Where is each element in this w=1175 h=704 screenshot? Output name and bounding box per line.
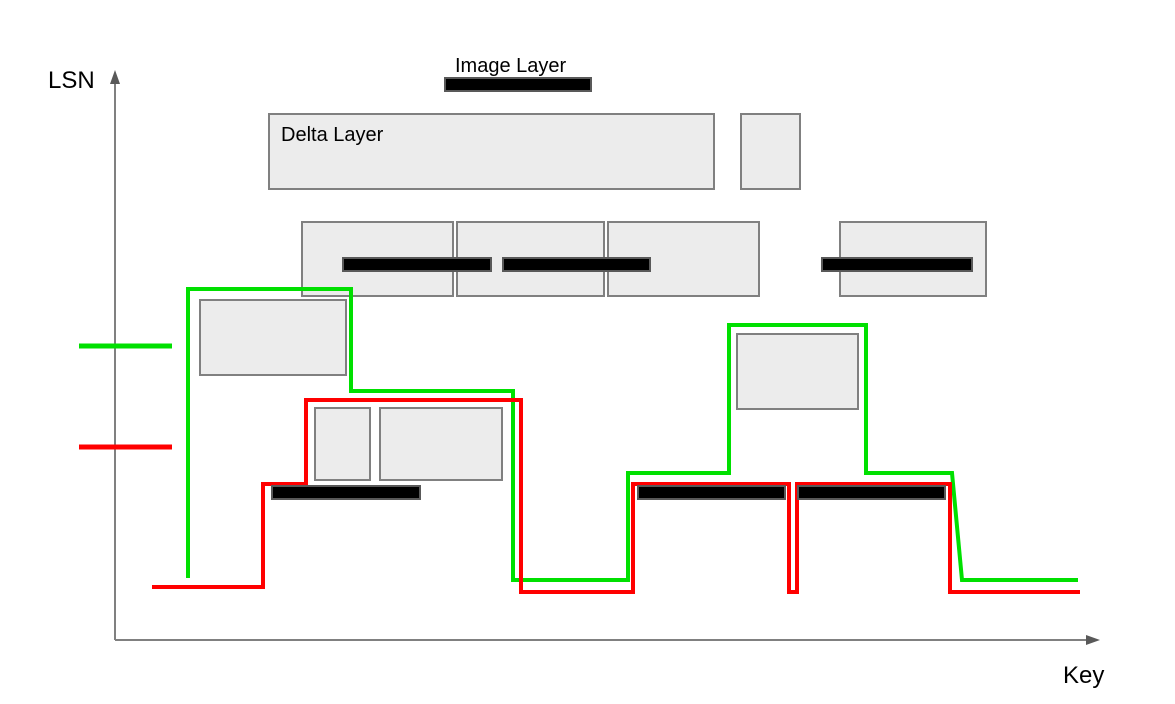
delta-layer-label: Delta Layer xyxy=(281,124,384,146)
x-axis xyxy=(115,635,1100,645)
image-bar-far-right xyxy=(797,485,946,500)
image-bar-red-branch xyxy=(271,485,421,500)
image-bar-row2-left xyxy=(342,257,492,272)
image-bar-mid-right xyxy=(637,485,786,500)
image-bar-top xyxy=(444,77,592,92)
red-branch-box-small xyxy=(314,407,371,481)
x-axis-arrow-icon xyxy=(1086,635,1100,645)
y-axis-arrow-icon xyxy=(110,70,120,84)
image-layer-label: Image Layer xyxy=(455,55,567,77)
red-step-line xyxy=(152,398,1080,594)
y-axis-label: LSN xyxy=(48,67,95,94)
image-bar-row2-right xyxy=(821,257,973,272)
green-branch-box-left xyxy=(199,299,347,376)
y-axis xyxy=(110,70,120,640)
x-axis-label: Key xyxy=(1063,662,1104,689)
image-bar-row2-mid xyxy=(502,257,651,272)
delta-layer-box-small xyxy=(740,113,801,190)
delta-layer-box-main xyxy=(268,113,715,190)
green-step-line xyxy=(186,287,1078,582)
green-branch-box-right xyxy=(736,333,859,410)
red-branch-box-wide xyxy=(379,407,503,481)
